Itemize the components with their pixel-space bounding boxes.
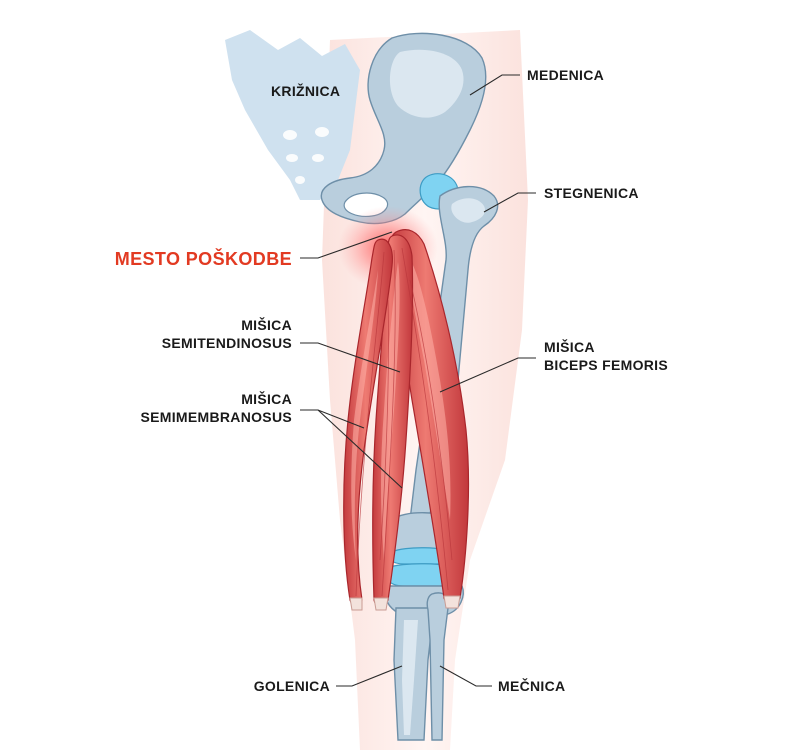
tibia-highlight (402, 620, 418, 735)
semitendinosus-tendon (373, 597, 389, 611)
label-golenica: GOLENICA (254, 678, 330, 694)
label-biceps-line2: BICEPS FEMORIS (544, 357, 668, 373)
label-krznica: KRIŽNICA (271, 82, 340, 99)
label-semitendinosus-line1: MIŠICA (241, 316, 292, 333)
label-mesto-poskodbe: MESTO POŠKODBE (115, 248, 292, 269)
semimembranosus-tendon (349, 597, 363, 611)
label-stegnenica: STEGNENICA (544, 185, 639, 201)
sacral-foramina (283, 127, 329, 184)
label-semimembranosus-line2: SEMIMEMBRANOSUS (140, 409, 292, 425)
label-semitendinosus-line2: SEMITENDINOSUS (162, 335, 292, 351)
pelvis-highlight (389, 49, 464, 118)
label-medenica: MEDENICA (527, 67, 604, 83)
label-biceps-line1: MIŠICA (544, 338, 595, 355)
label-mecnica: MEČNICA (498, 677, 565, 694)
biceps-femoris-tendon (443, 595, 461, 609)
semimembranosus-highlight (351, 270, 378, 560)
label-semimembranosus-line1: MIŠICA (241, 390, 292, 407)
muscle-fibers (355, 247, 453, 597)
sacrum (225, 30, 360, 200)
femur-highlight (451, 198, 486, 223)
leader-lines (300, 74, 536, 687)
